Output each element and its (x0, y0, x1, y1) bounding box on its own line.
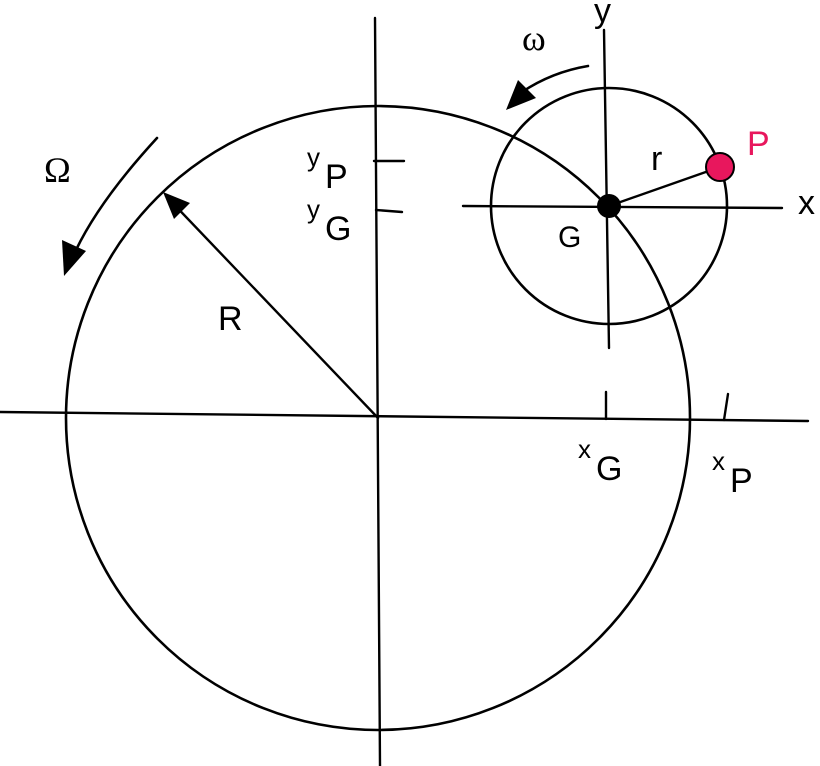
local-y-axis (602, 28, 611, 350)
x-axis-label: x (798, 184, 815, 222)
yP-label-base: y (307, 142, 320, 172)
big-omega-label: Ω (44, 150, 71, 190)
tick-yG (374, 208, 404, 214)
xP-label-sub: P (730, 462, 753, 500)
big-omega-arrowhead (62, 240, 86, 276)
local-x-axis (461, 204, 784, 210)
r-label: r (651, 140, 662, 178)
big-omega-arc (74, 136, 159, 252)
point-p (705, 152, 735, 182)
large-circle (64, 104, 692, 732)
G-label: G (558, 221, 581, 254)
small-omega-arrowhead (506, 80, 536, 110)
radius-R-arrowhead (163, 192, 190, 219)
yG-label-base: y (307, 194, 320, 224)
small-omega-label: ω (522, 18, 546, 58)
y-axis-label: y (594, 0, 611, 30)
xG-label-sub: G (596, 450, 622, 488)
main-x-axis (0, 410, 810, 423)
radius-R-arrow (164, 194, 380, 420)
main-y-axis (373, 16, 382, 766)
yP-label-sub: P (325, 158, 348, 196)
small-omega-arc (520, 64, 590, 94)
tick-xP (722, 392, 730, 422)
yG-label-sub: G (325, 210, 351, 248)
xG-label-base: x (578, 434, 591, 464)
R-label: R (218, 300, 243, 338)
xP-label-base: x (712, 446, 725, 476)
P-label: P (747, 125, 770, 163)
point-g (597, 194, 621, 218)
radius-r-line (607, 165, 722, 208)
